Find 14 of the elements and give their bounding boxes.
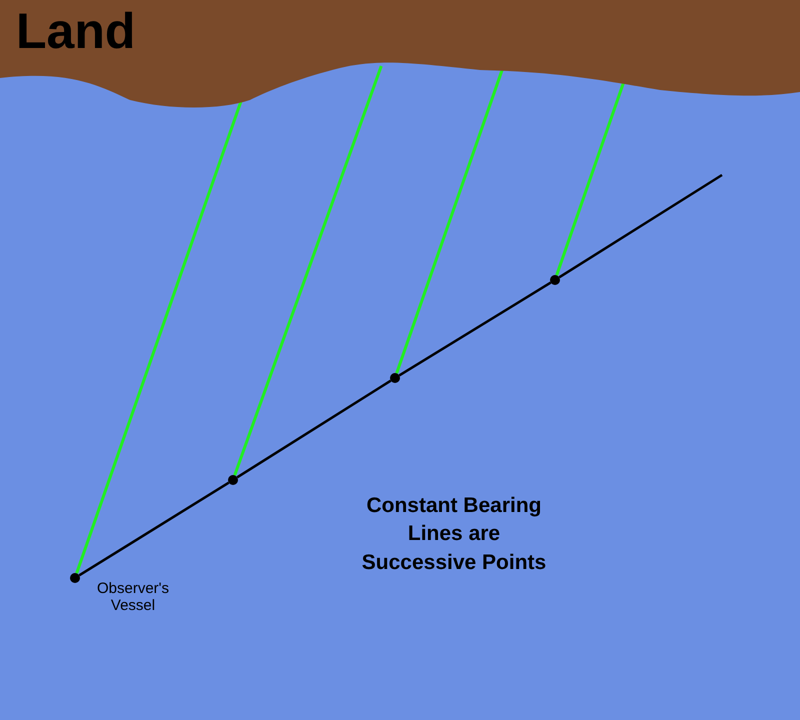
- note-text: Constant Bearing Lines are Successive Points: [360, 493, 548, 576]
- track-line: [78, 482, 230, 576]
- bearing-line: [395, 70, 504, 374]
- track-point: [550, 275, 560, 285]
- track-point: [228, 475, 238, 485]
- bearing-line: [75, 100, 243, 574]
- track-line: [236, 380, 392, 478]
- track-line: [398, 282, 552, 376]
- track-point: [70, 573, 80, 583]
- track-point: [390, 373, 400, 383]
- land-label: Land: [16, 6, 136, 56]
- vessel-label: Observer's Vessel: [96, 580, 170, 614]
- track-line: [558, 174, 723, 278]
- bearing-line: [233, 66, 383, 476]
